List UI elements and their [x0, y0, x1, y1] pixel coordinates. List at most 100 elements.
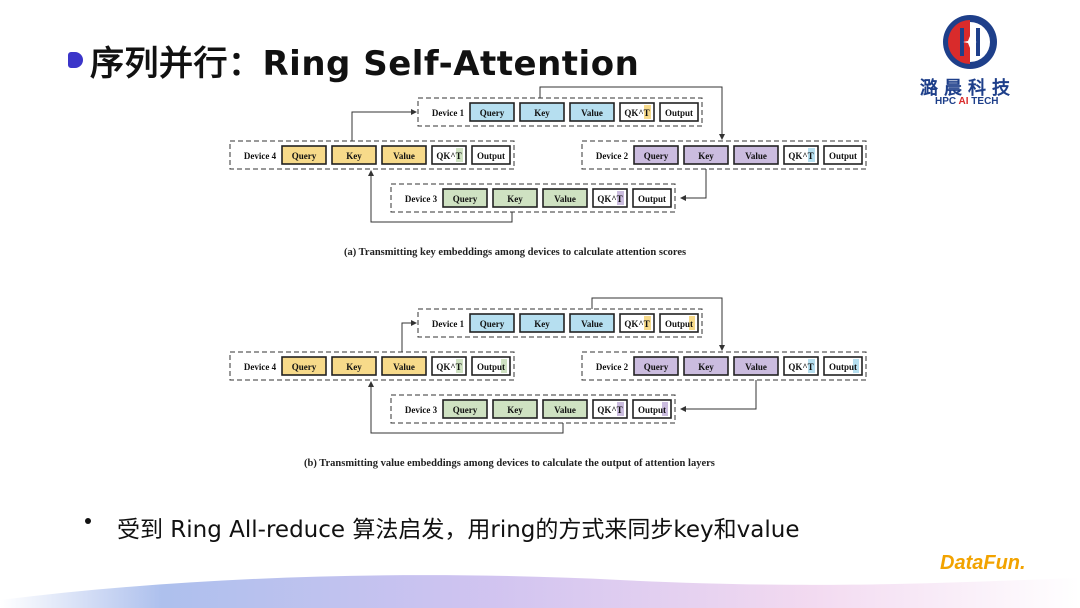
device-2-frame	[581, 351, 867, 381]
device-1-frame	[417, 308, 703, 338]
device-1-key-text: Key	[534, 319, 550, 329]
device-4-qkt-strip	[456, 359, 463, 373]
device-1-output-text: Output	[665, 319, 693, 329]
device-3-frame	[390, 394, 676, 424]
device-1-key-text: Key	[534, 108, 550, 118]
device-2-output-text: Output	[829, 151, 857, 161]
device-4-label: Device 4	[244, 362, 277, 372]
device-3-query-block	[442, 399, 488, 419]
device-4-key-text: Key	[346, 362, 362, 372]
page-title: 序列并行：Ring Self-Attention	[90, 44, 640, 84]
device-1-query-text: Query	[480, 108, 505, 118]
device-3-frame	[390, 183, 676, 213]
arrow-value-3-to-4	[368, 381, 564, 434]
caption-a: (a) Transmitting key embeddings among de…	[344, 247, 687, 258]
caption-b: (b) Transmitting value embeddings among …	[304, 458, 715, 469]
decorative-wave	[0, 575, 1080, 608]
device-4-key-text: Key	[346, 151, 362, 161]
device-4-qkt-text: QK^T	[436, 362, 461, 372]
device-4-query-block	[281, 145, 327, 165]
device-3-output-strip	[662, 402, 668, 416]
arrow-key-1-to-2	[539, 86, 725, 140]
device-3-key-block	[492, 188, 538, 208]
device-1-key-block	[519, 102, 565, 122]
device-1-query-block	[469, 313, 515, 333]
device-1-label: Device 1	[432, 108, 465, 118]
device-2-output-block	[823, 356, 863, 376]
device-2-output-text: Output	[829, 362, 857, 372]
device-3-output-text: Output	[638, 194, 666, 204]
arrow-key-3-to-4	[368, 170, 513, 223]
device-2-key-text: Key	[698, 362, 714, 372]
device-2-output-block	[823, 145, 863, 165]
device-4-value-text: Value	[393, 151, 415, 161]
device-2-value-block	[733, 356, 779, 376]
arrow-key-2-to-3	[680, 169, 707, 201]
device-2-label: Device 2	[596, 151, 629, 161]
device-4-label: Device 4	[244, 151, 277, 161]
device-2-query-text: Query	[644, 151, 669, 161]
device-1-value-text: Value	[581, 108, 603, 118]
device-1-label: Device 1	[432, 319, 465, 329]
bullet-text: 受到 Ring All-reduce 算法启发，用ring的方式来同步key和v…	[117, 517, 800, 543]
device-3-qkt-strip	[617, 402, 624, 416]
device-2-value-text: Value	[745, 151, 767, 161]
device-2-label: Device 2	[596, 362, 629, 372]
device-4-key-block	[331, 356, 377, 376]
logo-english-name: HPC AI TECH	[935, 96, 999, 107]
device-3-key-block	[492, 399, 538, 419]
device-1-value-block	[569, 313, 615, 333]
device-2-key-block	[683, 356, 729, 376]
device-2-qkt-strip	[808, 148, 815, 162]
device-3-output-text: Output	[638, 405, 666, 415]
device-4-key-block	[331, 145, 377, 165]
device-2-query-text: Query	[644, 362, 669, 372]
device-2-output-strip	[853, 359, 859, 373]
device-4-frame	[229, 351, 515, 381]
device-4-output-block	[471, 145, 511, 165]
device-2-key-block	[683, 145, 729, 165]
device-1-frame	[417, 97, 703, 127]
device-4-qkt-strip	[456, 148, 463, 162]
device-3-query-text: Query	[453, 405, 478, 415]
device-4-value-block	[381, 356, 427, 376]
device-4-qkt-text: QK^T	[436, 151, 461, 161]
device-3-value-block	[542, 399, 588, 419]
device-3-value-text: Value	[554, 405, 576, 415]
device-3-output-block	[632, 188, 672, 208]
device-3-query-text: Query	[453, 194, 478, 204]
device-2-qkt-strip	[808, 359, 815, 373]
logo-chinese-name: 潞晨科技	[920, 78, 1016, 99]
bullet-dot	[85, 518, 91, 524]
device-1-value-block	[569, 102, 615, 122]
device-1-output-block	[659, 102, 699, 122]
device-2-frame	[581, 140, 867, 170]
hpc-ai-tech-logo	[943, 15, 997, 69]
device-1-output-block	[659, 313, 699, 333]
device-2-qkt-text: QK^T	[788, 362, 813, 372]
device-2-value-block	[733, 145, 779, 165]
device-4-output-text: Output	[477, 362, 505, 372]
device-1-output-strip	[689, 316, 695, 330]
device-4-output-strip	[501, 359, 507, 373]
device-3-label: Device 3	[405, 194, 438, 204]
device-1-qkt-strip	[644, 316, 651, 330]
title-bullet-icon	[68, 52, 83, 68]
device-2-qkt-text: QK^T	[788, 151, 813, 161]
device-2-value-text: Value	[745, 362, 767, 372]
device-4-query-text: Query	[292, 151, 317, 161]
device-3-output-block	[632, 399, 672, 419]
device-3-label: Device 3	[405, 405, 438, 415]
device-4-query-text: Query	[292, 362, 317, 372]
device-1-key-block	[519, 313, 565, 333]
device-4-value-block	[381, 145, 427, 165]
device-3-qkt-text: QK^T	[597, 405, 622, 415]
arrow-value-2-to-3	[680, 380, 757, 412]
device-2-key-text: Key	[698, 151, 714, 161]
arrow-value-4-to-1	[401, 320, 417, 352]
device-1-qkt-strip	[644, 105, 651, 119]
device-3-value-text: Value	[554, 194, 576, 204]
device-1-query-block	[469, 102, 515, 122]
device-4-query-block	[281, 356, 327, 376]
device-1-query-text: Query	[480, 319, 505, 329]
